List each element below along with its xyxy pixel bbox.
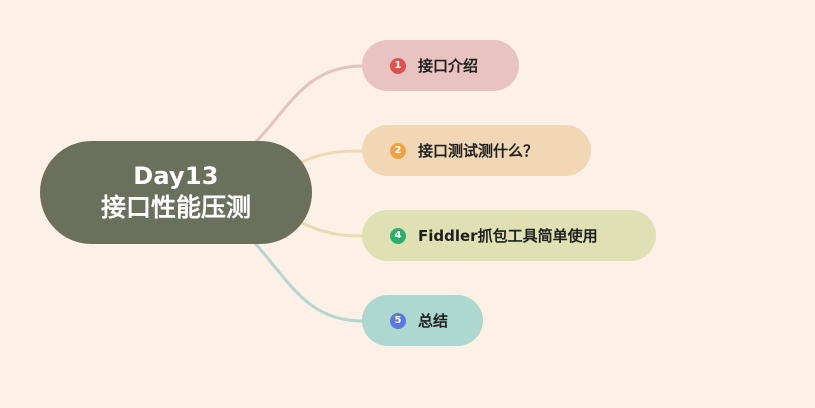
branch-topic-label: 接口测试测什么？ [418, 141, 539, 160]
number-4-icon: 4 [390, 227, 406, 244]
branch-topic-4[interactable]: 5 总结 [362, 295, 483, 346]
number-1-icon: 1 [390, 57, 406, 74]
connector-branch-1 [250, 64, 364, 148]
number-5-icon: 5 [390, 312, 406, 329]
connector-branch-4 [250, 238, 364, 323]
connector-branch-2 [298, 149, 364, 165]
central-topic-title: Day13 [133, 162, 219, 190]
central-topic-subtitle: 接口性能压测 [100, 193, 251, 222]
number-2-icon: 2 [390, 142, 406, 159]
branch-topic-3[interactable]: 4 Fiddler抓包工具简单使用 [362, 210, 656, 261]
branch-topic-1[interactable]: 1 接口介绍 [362, 40, 519, 91]
branch-topic-label: 接口介绍 [418, 56, 479, 75]
central-topic[interactable]: Day13 接口性能压测 [40, 141, 312, 244]
branch-topic-label: 总结 [418, 311, 449, 330]
connector-branch-3 [298, 220, 364, 238]
branch-topic-label: Fiddler抓包工具简单使用 [418, 226, 598, 245]
branch-topic-2[interactable]: 2 接口测试测什么？ [362, 125, 591, 176]
